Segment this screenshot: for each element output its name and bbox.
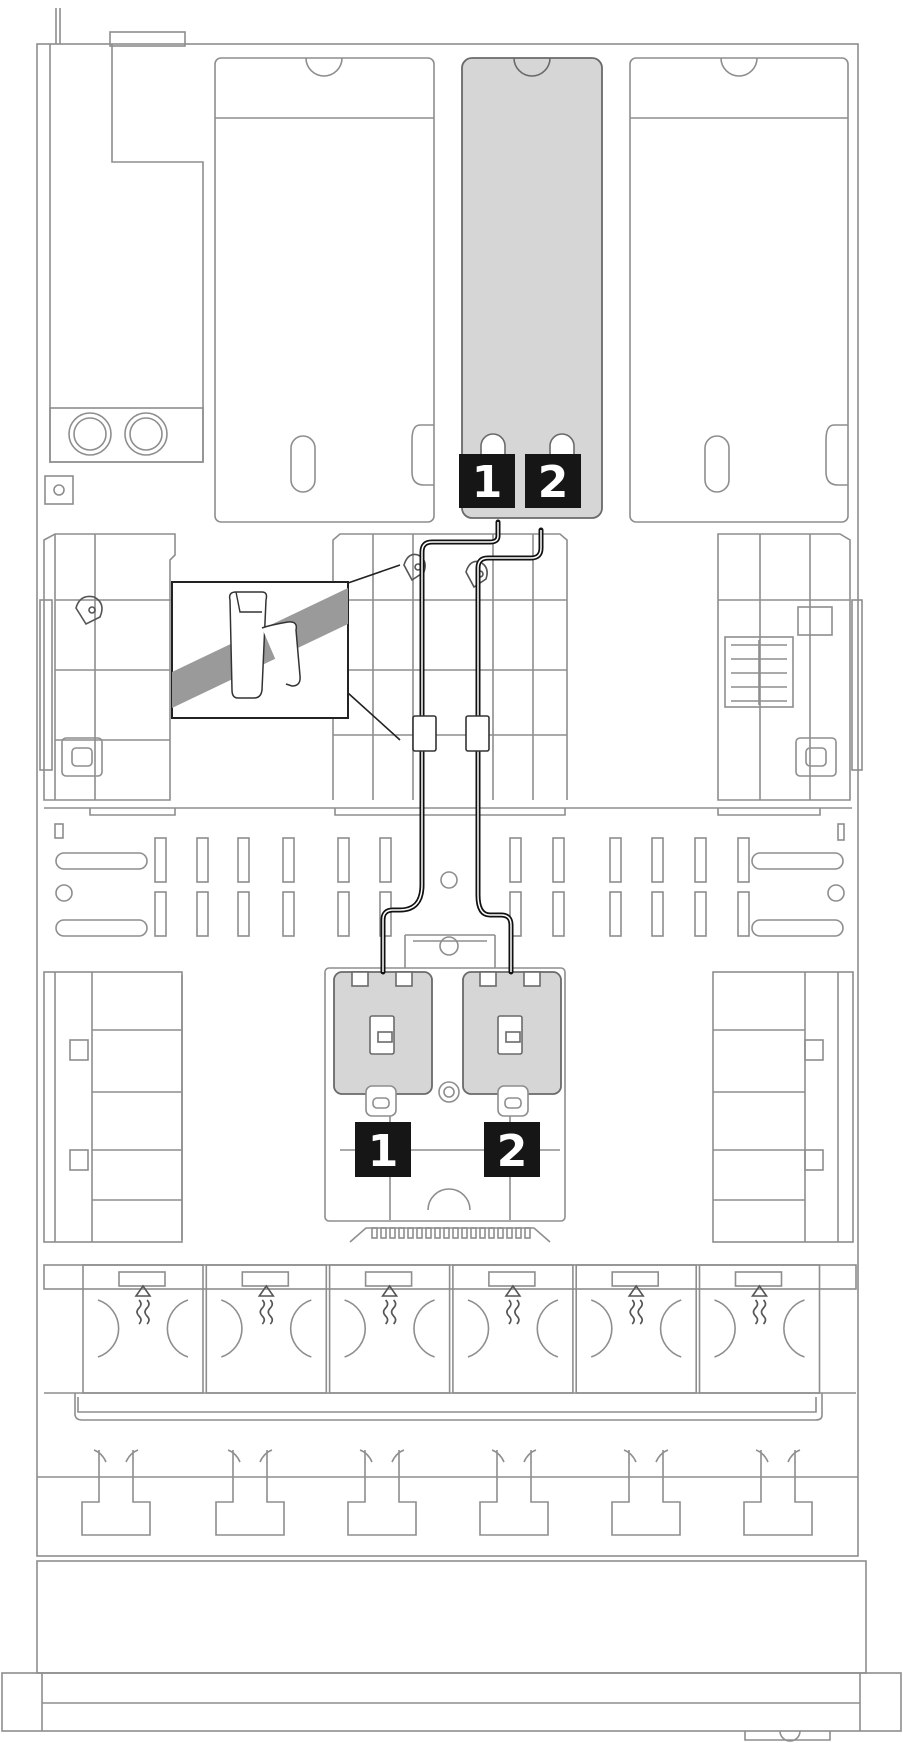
duct-bottom-rail <box>44 807 852 816</box>
callout-bottom-connector-1: 1 <box>355 1122 411 1177</box>
dimm-slot <box>337 891 350 937</box>
cable-retainer <box>412 715 437 752</box>
dimm-slot <box>154 837 167 883</box>
system-fan <box>452 1264 574 1394</box>
vent-tooth <box>434 1227 441 1239</box>
vent-tooth <box>425 1227 432 1239</box>
riser-bay-left <box>214 57 435 523</box>
callout-label: 1 <box>472 457 503 508</box>
dimm-slot <box>154 891 167 937</box>
fan-tray <box>43 1264 857 1421</box>
dimm-slot <box>237 891 250 937</box>
right-fan-cage <box>712 971 854 1243</box>
vent-tooth <box>398 1227 405 1239</box>
vent-tooth <box>479 1227 486 1239</box>
system-fan <box>205 1264 328 1394</box>
dimm-slot <box>379 837 392 883</box>
dimm-slot <box>694 891 707 937</box>
dimm-slot <box>737 837 750 883</box>
airflow-arrow-icon <box>750 1284 769 1325</box>
cable-clip-icon <box>75 595 103 626</box>
airflow-arrow-icon <box>381 1284 399 1325</box>
vent-tooth <box>461 1227 468 1239</box>
backplane-connector <box>743 1449 813 1536</box>
vent-tooth <box>389 1227 396 1239</box>
backplane-connector <box>347 1449 417 1536</box>
left-fan-cage <box>43 971 183 1243</box>
callout-bottom-connector-2: 2 <box>484 1122 540 1177</box>
callout-label: 2 <box>497 1126 528 1177</box>
left-duct-module <box>39 533 176 801</box>
dimm-slot <box>651 891 664 937</box>
cable-retainer <box>465 715 490 752</box>
dimm-slot <box>694 837 707 883</box>
vent-tooth <box>515 1227 522 1239</box>
dimm-slot <box>737 891 750 937</box>
vent-tooth <box>470 1227 477 1239</box>
dimm-slot <box>609 891 622 937</box>
airflow-arrow-icon <box>257 1284 275 1325</box>
riser-bay-right <box>629 57 849 523</box>
right-duct-module <box>717 533 863 801</box>
dimm-slot <box>337 837 350 883</box>
dimm-slot <box>552 891 565 937</box>
airflow-arrow-icon <box>134 1284 152 1325</box>
dimm-slot <box>196 837 209 883</box>
front-backplane <box>1 1449 902 1742</box>
callout-label: 2 <box>538 457 569 508</box>
system-fan <box>82 1264 204 1394</box>
backplane-connector <box>611 1449 681 1536</box>
system-fan <box>328 1264 451 1394</box>
vent-tooth <box>443 1227 450 1239</box>
processor-connector-card-1 <box>333 971 433 1117</box>
dimm-slot <box>651 837 664 883</box>
backplane-connector <box>479 1449 549 1536</box>
dimm-slots <box>54 823 845 937</box>
processor-connector-card-2 <box>462 971 562 1117</box>
dimm-slot <box>509 891 522 937</box>
airflow-arrow-icon <box>504 1284 522 1325</box>
vent-tooth <box>380 1227 387 1239</box>
dimm-slot <box>552 837 565 883</box>
chassis <box>36 8 859 1557</box>
system-fan <box>575 1264 698 1394</box>
dimm-slot <box>509 837 522 883</box>
dimm-slot <box>196 891 209 937</box>
backplane-connector <box>81 1449 151 1536</box>
dimm-slot <box>237 837 250 883</box>
callout-top-connector-2: 2 <box>525 454 581 508</box>
airflow-arrow-icon <box>627 1284 645 1325</box>
vent-tooth <box>452 1227 459 1239</box>
vent-tooth <box>506 1227 513 1239</box>
vent-tooth <box>416 1227 423 1239</box>
vent-tooth <box>488 1227 495 1239</box>
vent-tooth <box>497 1227 504 1239</box>
dimm-slot <box>282 891 295 937</box>
dimm-slot <box>282 837 295 883</box>
riser-bay-middle <box>461 57 603 519</box>
vent-tooth <box>407 1227 414 1239</box>
callout-top-connector-1: 1 <box>459 454 515 508</box>
cable-clip-detail-inset <box>171 564 401 741</box>
backplane-connector <box>215 1449 285 1536</box>
vent-tooth <box>524 1227 531 1239</box>
center-duct-module <box>332 533 568 800</box>
dimm-slot <box>609 837 622 883</box>
vent-tooth <box>371 1227 378 1239</box>
callout-label: 1 <box>368 1126 399 1177</box>
power-supply-unit <box>44 31 204 505</box>
system-fan <box>698 1264 821 1394</box>
